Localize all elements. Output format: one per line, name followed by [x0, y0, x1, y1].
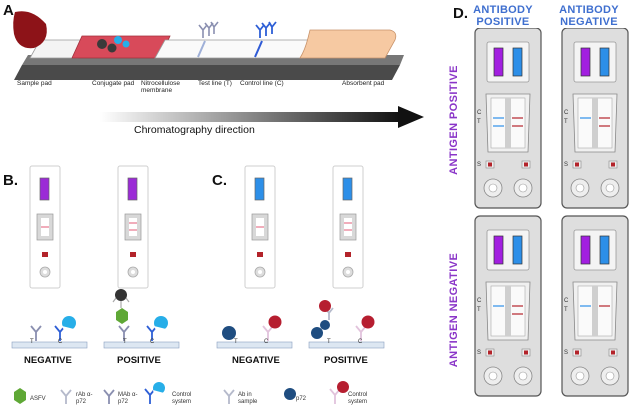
row-header-antigen-positive: ANTIGEN POSITIVE: [448, 65, 460, 175]
strip-c-neg-c-letter: C: [264, 339, 269, 345]
direction-arrow: [100, 112, 400, 122]
legend-asfv-icon: [14, 388, 26, 404]
control-line-antibodies: [255, 21, 277, 38]
cassette-3-t-letter: T: [477, 307, 481, 313]
membrane-c-positive: [308, 341, 385, 349]
strip-b-pos-t-letter: T: [123, 339, 127, 345]
cassette-2-c-letter: C: [564, 110, 569, 116]
lateral-flow-strip-diagram: [13, 11, 424, 128]
control-line: [254, 40, 263, 58]
strip-positive: [117, 165, 149, 289]
strip-negative: [29, 165, 61, 289]
strip-c-positive: [332, 165, 364, 289]
panel-c-graphic: [216, 165, 385, 404]
strip-b-neg-t-letter: T: [30, 339, 34, 345]
cassette-2-t-letter: T: [564, 119, 568, 125]
cassette-3-s-letter: S: [477, 350, 482, 356]
cassette-ag-neg-ab-neg: [561, 215, 629, 397]
cassette-ag-pos-ab-neg: [561, 28, 629, 209]
legend-p72-label: p72: [296, 396, 307, 402]
test-line: [197, 40, 206, 58]
cassette-4-t-letter: T: [564, 307, 568, 313]
absorbent-pad: [299, 29, 397, 59]
blood-drop-icon: [13, 11, 47, 49]
cassette-1-c-letter: C: [477, 110, 482, 116]
legend-mab-icon: [103, 389, 115, 404]
label-conjugate-pad: Conjugate pad: [92, 80, 135, 87]
legend-asfv-label: ASFV: [30, 396, 46, 402]
cassette-2-s-letter: S: [564, 162, 569, 168]
legend-control-label: Control system: [172, 392, 192, 405]
legend-ab-sample-icon: [223, 389, 235, 404]
panel-c-letter: C.: [212, 172, 227, 189]
chromatography-direction-label: Chromatography direction: [134, 124, 255, 136]
legend-rab-label: rAb α-p72: [76, 392, 93, 405]
asfv-virus-icon: [116, 308, 128, 324]
test-line-antibodies: [198, 21, 219, 38]
panel-b-negative-label: NEGATIVE: [24, 355, 72, 366]
col-header-antibody-negative: ANTIBODY NEGATIVE: [559, 4, 619, 28]
label-absorbent-pad: Absorbent pad: [342, 80, 385, 87]
membrane-positive: [103, 341, 180, 349]
panel-c-negative-label: NEGATIVE: [232, 355, 280, 366]
cassette-1-s-letter: S: [477, 162, 482, 168]
label-nitrocellulose: Nitrocellulose membrane: [141, 80, 181, 94]
legend-mab-label: MAb α-p72: [118, 392, 138, 405]
legend-c-control-icon: [329, 381, 349, 404]
backing-card: [14, 65, 400, 80]
panel-d-letter: D.: [453, 5, 468, 22]
strip-c-pos-t-letter: T: [327, 339, 331, 345]
cassette-4-c-letter: C: [564, 298, 569, 304]
strip-c-negative: [244, 165, 276, 289]
cassette-1-t-letter: T: [477, 119, 481, 125]
nitrocellulose-membrane: [154, 39, 316, 59]
label-control-line: Control line (C): [240, 80, 284, 87]
legend-control-icon: [144, 382, 165, 404]
panel-b-positive-label: POSITIVE: [117, 355, 161, 366]
panel-b-letter: B.: [3, 172, 18, 189]
legend-c-control-label: Control system: [348, 392, 368, 405]
strip-c-neg-t-letter: T: [234, 339, 238, 345]
cassette-4-s-letter: S: [564, 350, 569, 356]
label-sample-pad: Sample pad: [17, 80, 52, 87]
panel-a-letter: A.: [3, 2, 18, 19]
panel-c-positive-label: POSITIVE: [324, 355, 368, 366]
col-header-antibody-positive: ANTIBODY POSITIVE: [473, 4, 533, 28]
panel-d-cassettes: [474, 28, 629, 397]
strip-b-neg-c-letter: C: [58, 339, 63, 345]
panel-b-graphic: [11, 165, 180, 404]
strip-b-pos-c-letter: C: [150, 339, 155, 345]
legend-p72-icon: [284, 388, 296, 400]
label-test-line: Test line (T): [198, 80, 232, 87]
strip-c-pos-c-letter: C: [358, 339, 363, 345]
membrane-c-negative: [216, 341, 293, 349]
cassette-ag-neg-ab-pos: [474, 215, 542, 397]
row-header-antigen-negative: ANTIGEN NEGATIVE: [448, 252, 460, 368]
cassette-3-c-letter: C: [477, 298, 482, 304]
legend-ab-sample-label: Ab in sample: [238, 392, 258, 405]
cassette-ag-pos-ab-pos: [474, 28, 542, 209]
p72-antigen-icon: [222, 326, 236, 340]
membrane-negative: [11, 341, 88, 349]
legend-rab-icon: [60, 389, 72, 404]
nanoparticle-icon: [97, 39, 107, 49]
